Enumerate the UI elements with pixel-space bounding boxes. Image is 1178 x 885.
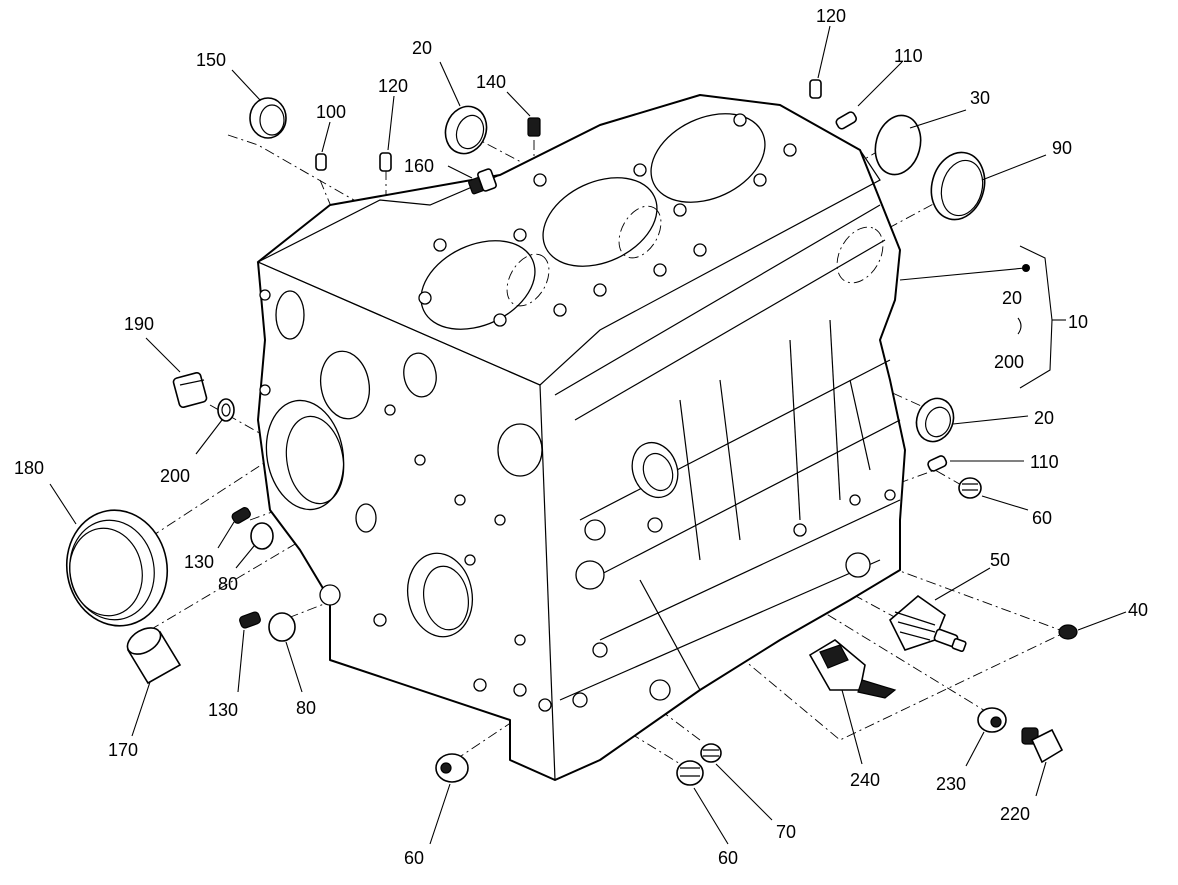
engine-block bbox=[256, 94, 906, 781]
drain-bolt-220 bbox=[1021, 727, 1064, 764]
label-120-right: 120 bbox=[816, 6, 846, 26]
label-10: 10 bbox=[1068, 312, 1088, 332]
label-130-upper: 130 bbox=[184, 552, 214, 572]
label-230: 230 bbox=[936, 774, 966, 794]
oil-seal-180 bbox=[65, 509, 169, 627]
pin-110-top bbox=[835, 111, 857, 130]
bushing-170 bbox=[126, 627, 182, 685]
label-150: 150 bbox=[196, 50, 226, 70]
switch-240 bbox=[808, 639, 897, 699]
label-200-kit: 200 bbox=[994, 352, 1024, 372]
dowel-pin-100 bbox=[315, 153, 327, 171]
label-170: 170 bbox=[108, 740, 138, 760]
label-140: 140 bbox=[476, 72, 506, 92]
label-110-top: 110 bbox=[894, 46, 923, 66]
pin-110-right bbox=[927, 455, 948, 472]
plug-150 bbox=[249, 97, 287, 139]
label-20-top: 20 bbox=[412, 38, 432, 58]
label-130-lower: 130 bbox=[208, 700, 238, 720]
plug-40 bbox=[1058, 624, 1078, 640]
label-160: 160 bbox=[404, 156, 434, 176]
plug-20-right bbox=[915, 397, 955, 443]
label-200-left: 200 bbox=[160, 466, 190, 486]
pin-130-upper bbox=[231, 507, 251, 524]
plug-80-upper bbox=[250, 522, 274, 550]
callout-labels: 150 20 140 120 100 160 120 110 30 90 20 … bbox=[14, 6, 1148, 868]
stud-140 bbox=[527, 117, 541, 137]
label-60-bottom-left: 60 bbox=[404, 848, 424, 868]
dowel-pin-120-left bbox=[379, 152, 392, 172]
plug-60-bottom-center bbox=[676, 760, 704, 786]
label-60-bottom-center: 60 bbox=[718, 848, 738, 868]
label-30: 30 bbox=[970, 88, 990, 108]
plug-30 bbox=[874, 114, 922, 176]
label-100: 100 bbox=[316, 102, 346, 122]
label-60-right: 60 bbox=[1032, 508, 1052, 528]
bolt-160 bbox=[468, 168, 497, 195]
label-180: 180 bbox=[14, 458, 44, 478]
label-120-left: 120 bbox=[378, 76, 408, 96]
pin-130-lower bbox=[239, 611, 261, 629]
label-80-lower: 80 bbox=[296, 698, 316, 718]
plug-20-top bbox=[444, 105, 488, 155]
sender-190 bbox=[172, 371, 208, 409]
label-110-right: 110 bbox=[1030, 452, 1059, 472]
washer-200 bbox=[217, 398, 235, 422]
cover-90 bbox=[930, 151, 986, 221]
plug-80-lower bbox=[268, 612, 296, 642]
label-220: 220 bbox=[1000, 804, 1030, 824]
label-190: 190 bbox=[124, 314, 154, 334]
label-70: 70 bbox=[776, 822, 796, 842]
washer-230 bbox=[977, 707, 1007, 733]
label-90: 90 bbox=[1052, 138, 1072, 158]
label-20-kit: 20 bbox=[1002, 288, 1022, 308]
label-20-right: 20 bbox=[1034, 408, 1054, 428]
plug-60-right bbox=[958, 477, 982, 499]
plug-70 bbox=[700, 743, 722, 763]
sensor-50 bbox=[889, 594, 967, 652]
dowel-pin-120-right bbox=[809, 79, 822, 99]
label-240: 240 bbox=[850, 770, 880, 790]
plug-60-bottom-left bbox=[435, 753, 469, 783]
leader-lines bbox=[49, 25, 1127, 845]
label-50: 50 bbox=[990, 550, 1010, 570]
label-40: 40 bbox=[1128, 600, 1148, 620]
label-80-upper: 80 bbox=[218, 574, 238, 594]
